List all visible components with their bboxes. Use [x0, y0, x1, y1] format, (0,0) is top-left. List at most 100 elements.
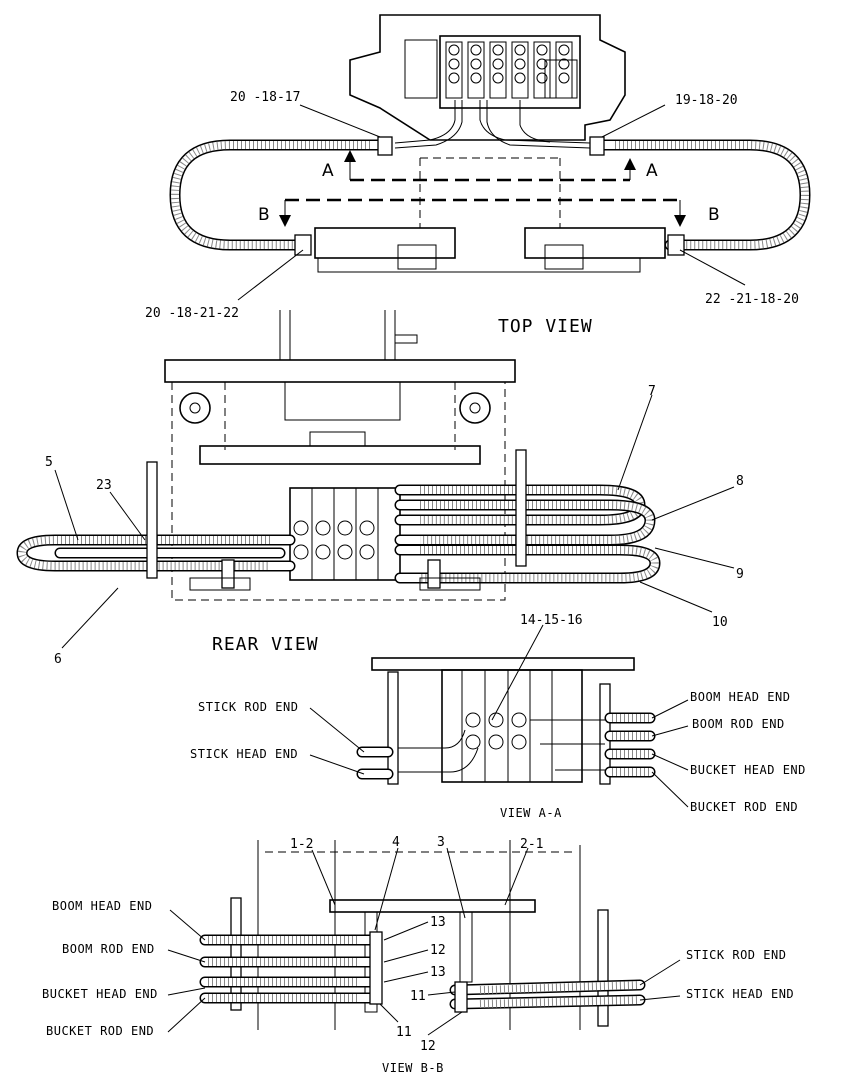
valve-mount-plate: [349, 14, 626, 141]
section-mark-a-right: A: [646, 161, 658, 181]
valve-port: [448, 44, 460, 56]
valve-port: [470, 44, 482, 56]
callout-bottom-left: 20 -18-21-22: [145, 306, 239, 321]
rear-pin-right: [459, 392, 491, 424]
rear-view: 5 23 6 7 8 9 10 REAR VIEW: [16, 310, 744, 667]
rear-valve-plate: [199, 445, 481, 465]
valve-port: [492, 72, 504, 84]
bb-clamp-left: [230, 897, 242, 1011]
rear-callout-23: 23: [96, 478, 112, 493]
top-view-title: TOP VIEW: [498, 316, 593, 337]
arrow-a-right: [624, 158, 636, 170]
bb-callout-1-2: 1-2: [290, 837, 313, 852]
bottom-left-fitting: [294, 234, 312, 256]
bottom-right-fitting: [667, 234, 685, 256]
rear-left-hose-loop: [16, 534, 296, 572]
valve-port: [470, 72, 482, 84]
valve-port: [448, 72, 460, 84]
rear-callout-8: 8: [736, 474, 744, 489]
valve-port: [558, 44, 570, 56]
rear-pin-left: [179, 392, 211, 424]
bb-clamp-right: [597, 909, 609, 1027]
valve-section: [489, 41, 507, 99]
section-mark-b-left: B: [258, 205, 270, 225]
bb-callout-13b: 13: [430, 965, 446, 980]
rear-clamp-left: [146, 461, 158, 579]
rear-frame-top: [164, 359, 516, 383]
valve-port: [492, 44, 504, 56]
bb-bucket-head-end: BUCKET HEAD END: [42, 987, 158, 1001]
bb-callout-11b: 11: [396, 1025, 412, 1040]
section-mark-b-right: B: [708, 205, 720, 225]
arrow-a-left: [344, 150, 356, 162]
aa-stick-head-end: STICK HEAD END: [190, 747, 298, 761]
valve-port: [470, 58, 482, 70]
rear-clamp-right: [515, 449, 527, 567]
bb-stick-rod-end: STICK ROD END: [686, 948, 786, 962]
valve-port: [558, 72, 570, 84]
valve-section: [555, 41, 573, 99]
valve-section: [445, 41, 463, 99]
rear-valve-stack: [289, 487, 401, 581]
valve-port: [558, 58, 570, 70]
aa-valve-block: [441, 669, 583, 783]
view-aa: 14-15-16 STICK ROD END STICK HEAD END BO…: [190, 613, 806, 820]
arrow-b-left: [279, 215, 291, 227]
valve-port: [514, 44, 526, 56]
bb-bucket-rod-end: BUCKET ROD END: [46, 1024, 154, 1038]
view-bb: 1-2 4 3 2-1 13 12 13 11 11 12 BOOM HEAD …: [42, 835, 794, 1075]
bb-boom-rod-end: BOOM ROD END: [62, 942, 155, 956]
aa-bucket-head-end: BUCKET HEAD END: [690, 763, 806, 777]
bb-view-title: VIEW B-B: [382, 1061, 444, 1075]
rear-right-hose-loop: [394, 484, 661, 584]
callout-bottom-right: 22 -21-18-20: [705, 292, 799, 307]
rear-callout-6: 6: [54, 652, 62, 667]
bb-callout-4: 4: [392, 835, 400, 850]
aa-callout: 14-15-16: [520, 613, 583, 628]
rear-view-title: REAR VIEW: [212, 634, 319, 655]
plate-bracket-left: [404, 39, 438, 99]
valve-section: [511, 41, 529, 99]
valve-port: [514, 58, 526, 70]
aa-plate: [371, 657, 635, 671]
left-tube-body: [314, 227, 456, 259]
bb-stick-head-end: STICK HEAD END: [686, 987, 794, 1001]
callout-top-left: 20 -18-17: [230, 90, 300, 105]
top-hose-loop: [169, 139, 811, 251]
valve-section: [533, 41, 551, 99]
bb-callout-13a: 13: [430, 915, 446, 930]
top-view: A A B B 20 -18-17 19-18-20 20 -18-21-22 …: [145, 14, 811, 337]
rear-callout-7: 7: [648, 384, 656, 399]
rear-callout-10: 10: [712, 615, 728, 630]
rear-callout-5: 5: [45, 455, 53, 470]
valve-port: [448, 58, 460, 70]
callout-top-right: 19-18-20: [675, 93, 738, 108]
top-left-fitting: [377, 136, 393, 156]
top-right-fitting: [589, 136, 605, 156]
valve-port: [536, 44, 548, 56]
aa-view-title: VIEW A-A: [500, 806, 562, 820]
aa-boom-rod-end: BOOM ROD END: [692, 717, 785, 731]
bb-boom-head-end: BOOM HEAD END: [52, 899, 152, 913]
bb-callout-11a: 11: [410, 989, 426, 1004]
bb-plate: [329, 899, 536, 913]
bb-callout-3: 3: [437, 835, 445, 850]
rear-callout-9: 9: [736, 567, 744, 582]
bb-callout-2-1: 2-1: [520, 837, 543, 852]
valve-port: [514, 72, 526, 84]
section-mark-a-left: A: [322, 161, 334, 181]
bb-callout-12a: 12: [430, 943, 446, 958]
arrow-b-right: [674, 215, 686, 227]
aa-clamp-left: [387, 671, 399, 785]
right-tube-body: [524, 227, 666, 259]
valve-port: [536, 58, 548, 70]
aa-boom-head-end: BOOM HEAD END: [690, 690, 790, 704]
aa-stick-rod-end: STICK ROD END: [198, 700, 298, 714]
valve-port: [492, 58, 504, 70]
aa-bucket-rod-end: BUCKET ROD END: [690, 800, 798, 814]
bb-callout-12b: 12: [420, 1039, 436, 1054]
valve-port: [536, 72, 548, 84]
valve-section: [467, 41, 485, 99]
control-valve-bank: [439, 35, 581, 109]
